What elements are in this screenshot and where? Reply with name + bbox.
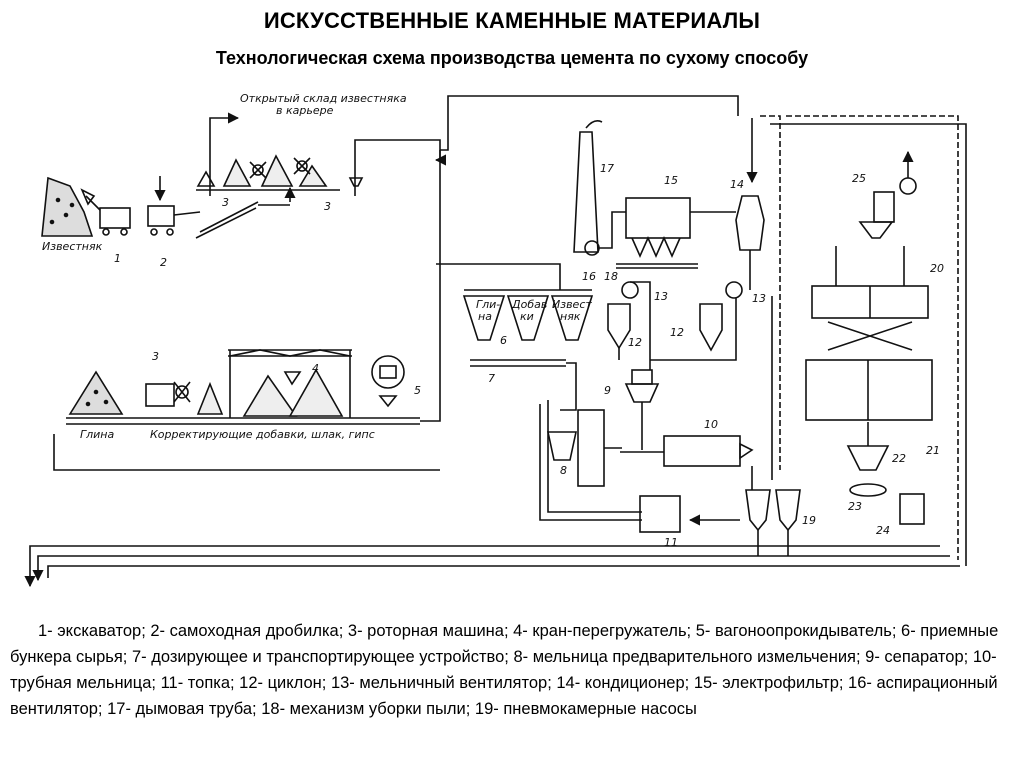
cyclone-right bbox=[699, 281, 743, 352]
num-1: 1 bbox=[114, 252, 121, 265]
num-9: 9 bbox=[604, 384, 611, 397]
legend-text: 1- экскаватор; 2- самоходная дробилка; 3… bbox=[10, 622, 999, 718]
label-bin-lime-2: няк bbox=[560, 310, 581, 323]
num-6: 6 bbox=[500, 334, 507, 347]
num-24: 24 bbox=[876, 524, 890, 537]
num-8: 8 bbox=[560, 464, 567, 477]
separator bbox=[624, 369, 660, 450]
page-subtitle: Технологическая схема производства цемен… bbox=[215, 48, 809, 68]
pneumatic-pumps bbox=[745, 489, 801, 556]
label-bin-add-1: Добав bbox=[511, 298, 547, 311]
process-scheme-diagram: Открытый склад известняка в карьере Изве… bbox=[24, 92, 967, 588]
num-14: 14 bbox=[730, 178, 744, 191]
num-4: 4 bbox=[312, 362, 319, 375]
filter-25 bbox=[858, 150, 917, 239]
num-12a: 12 bbox=[628, 336, 642, 349]
num-10: 10 bbox=[704, 418, 718, 431]
homogenizing-silo-21 bbox=[805, 359, 933, 421]
conditioner bbox=[690, 195, 765, 251]
num-17: 17 bbox=[600, 162, 614, 175]
num-25: 25 bbox=[852, 172, 866, 185]
chimney bbox=[573, 120, 603, 253]
num-20: 20 bbox=[930, 262, 944, 275]
tube-mill bbox=[620, 435, 754, 467]
excavator-icon bbox=[80, 188, 131, 236]
label-correctives: Корректирующие добавки, шлак, гипс bbox=[150, 428, 375, 441]
aspiration-fan bbox=[584, 240, 600, 256]
clay-pile-icon bbox=[68, 370, 124, 415]
num-15: 15 bbox=[664, 174, 678, 187]
label-bin-add-2: ки bbox=[520, 310, 534, 323]
label-bin-clay-1: Гли- bbox=[476, 298, 500, 311]
num-3b: 3 bbox=[324, 200, 331, 213]
limestone-pile-icon bbox=[41, 176, 94, 237]
preliminary-mill bbox=[547, 409, 622, 487]
num-23: 23 bbox=[848, 500, 862, 513]
feeder-22-23 bbox=[846, 422, 890, 497]
label-bin-lime-1: Извест bbox=[552, 298, 592, 311]
conveyor-incline bbox=[195, 201, 290, 239]
limestone-store-rotor-machines bbox=[196, 154, 364, 191]
num-16: 16 bbox=[582, 270, 596, 283]
electrofilter bbox=[616, 197, 698, 269]
num-3c: 3 bbox=[152, 350, 159, 363]
raw-meal-silo-20 bbox=[811, 246, 929, 351]
overhead-crane-icon bbox=[228, 349, 352, 418]
mobile-crusher-icon bbox=[147, 176, 201, 236]
num-13a: 13 bbox=[654, 290, 668, 303]
wagon-tippler-icon bbox=[371, 355, 405, 408]
unit-24 bbox=[899, 493, 925, 525]
num-3a: 3 bbox=[222, 196, 229, 209]
label-clay: Глина bbox=[80, 428, 115, 441]
num-2: 2 bbox=[160, 256, 167, 269]
num-18: 18 bbox=[604, 270, 618, 283]
label-quarry-store-2: в карьере bbox=[276, 104, 334, 117]
num-19: 19 bbox=[802, 514, 816, 527]
page-title: ИСКУССТВЕННЫЕ КАМЕННЫЕ МАТЕРИАЛЫ bbox=[263, 8, 761, 33]
num-12b: 12 bbox=[670, 326, 684, 339]
num-5: 5 bbox=[414, 384, 421, 397]
rotor-machine-clay-icon bbox=[145, 381, 224, 415]
num-22: 22 bbox=[892, 452, 906, 465]
raw-material-bins bbox=[462, 289, 594, 367]
furnace bbox=[639, 495, 681, 533]
label-bin-clay-2: на bbox=[478, 310, 492, 323]
num-11: 11 bbox=[664, 536, 678, 549]
label-limestone: Известняк bbox=[42, 240, 103, 253]
label-quarry-store: Открытый склад известняка bbox=[240, 92, 407, 105]
num-7: 7 bbox=[488, 372, 495, 385]
num-21: 21 bbox=[926, 444, 940, 457]
num-13b: 13 bbox=[752, 292, 766, 305]
